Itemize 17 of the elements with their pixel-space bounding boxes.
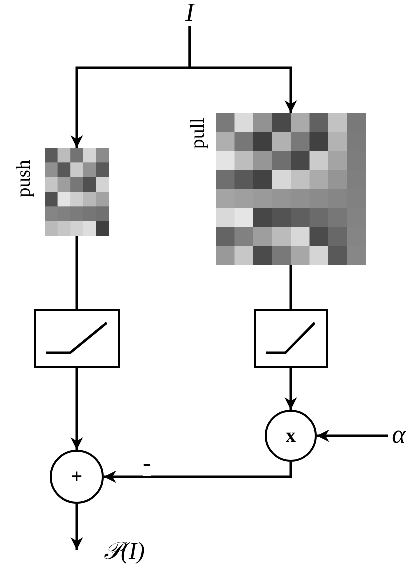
math-label: α xyxy=(388,422,410,450)
arrow xyxy=(317,430,388,442)
arrow xyxy=(284,368,298,410)
rotated-label: pull xyxy=(188,118,208,150)
arrow xyxy=(104,462,292,484)
picture xyxy=(216,113,366,265)
rotated-label: push xyxy=(14,160,34,198)
arrow xyxy=(70,368,84,450)
arrow xyxy=(188,26,298,113)
relu-box xyxy=(34,309,120,368)
math-label: I xyxy=(180,0,200,26)
math-label: 𝒫(I) xyxy=(104,540,145,564)
picture xyxy=(45,148,109,236)
arrow xyxy=(70,504,84,550)
multiply-circle: x xyxy=(265,410,317,462)
sum-circle: + xyxy=(50,450,104,504)
relu-box xyxy=(254,309,328,368)
